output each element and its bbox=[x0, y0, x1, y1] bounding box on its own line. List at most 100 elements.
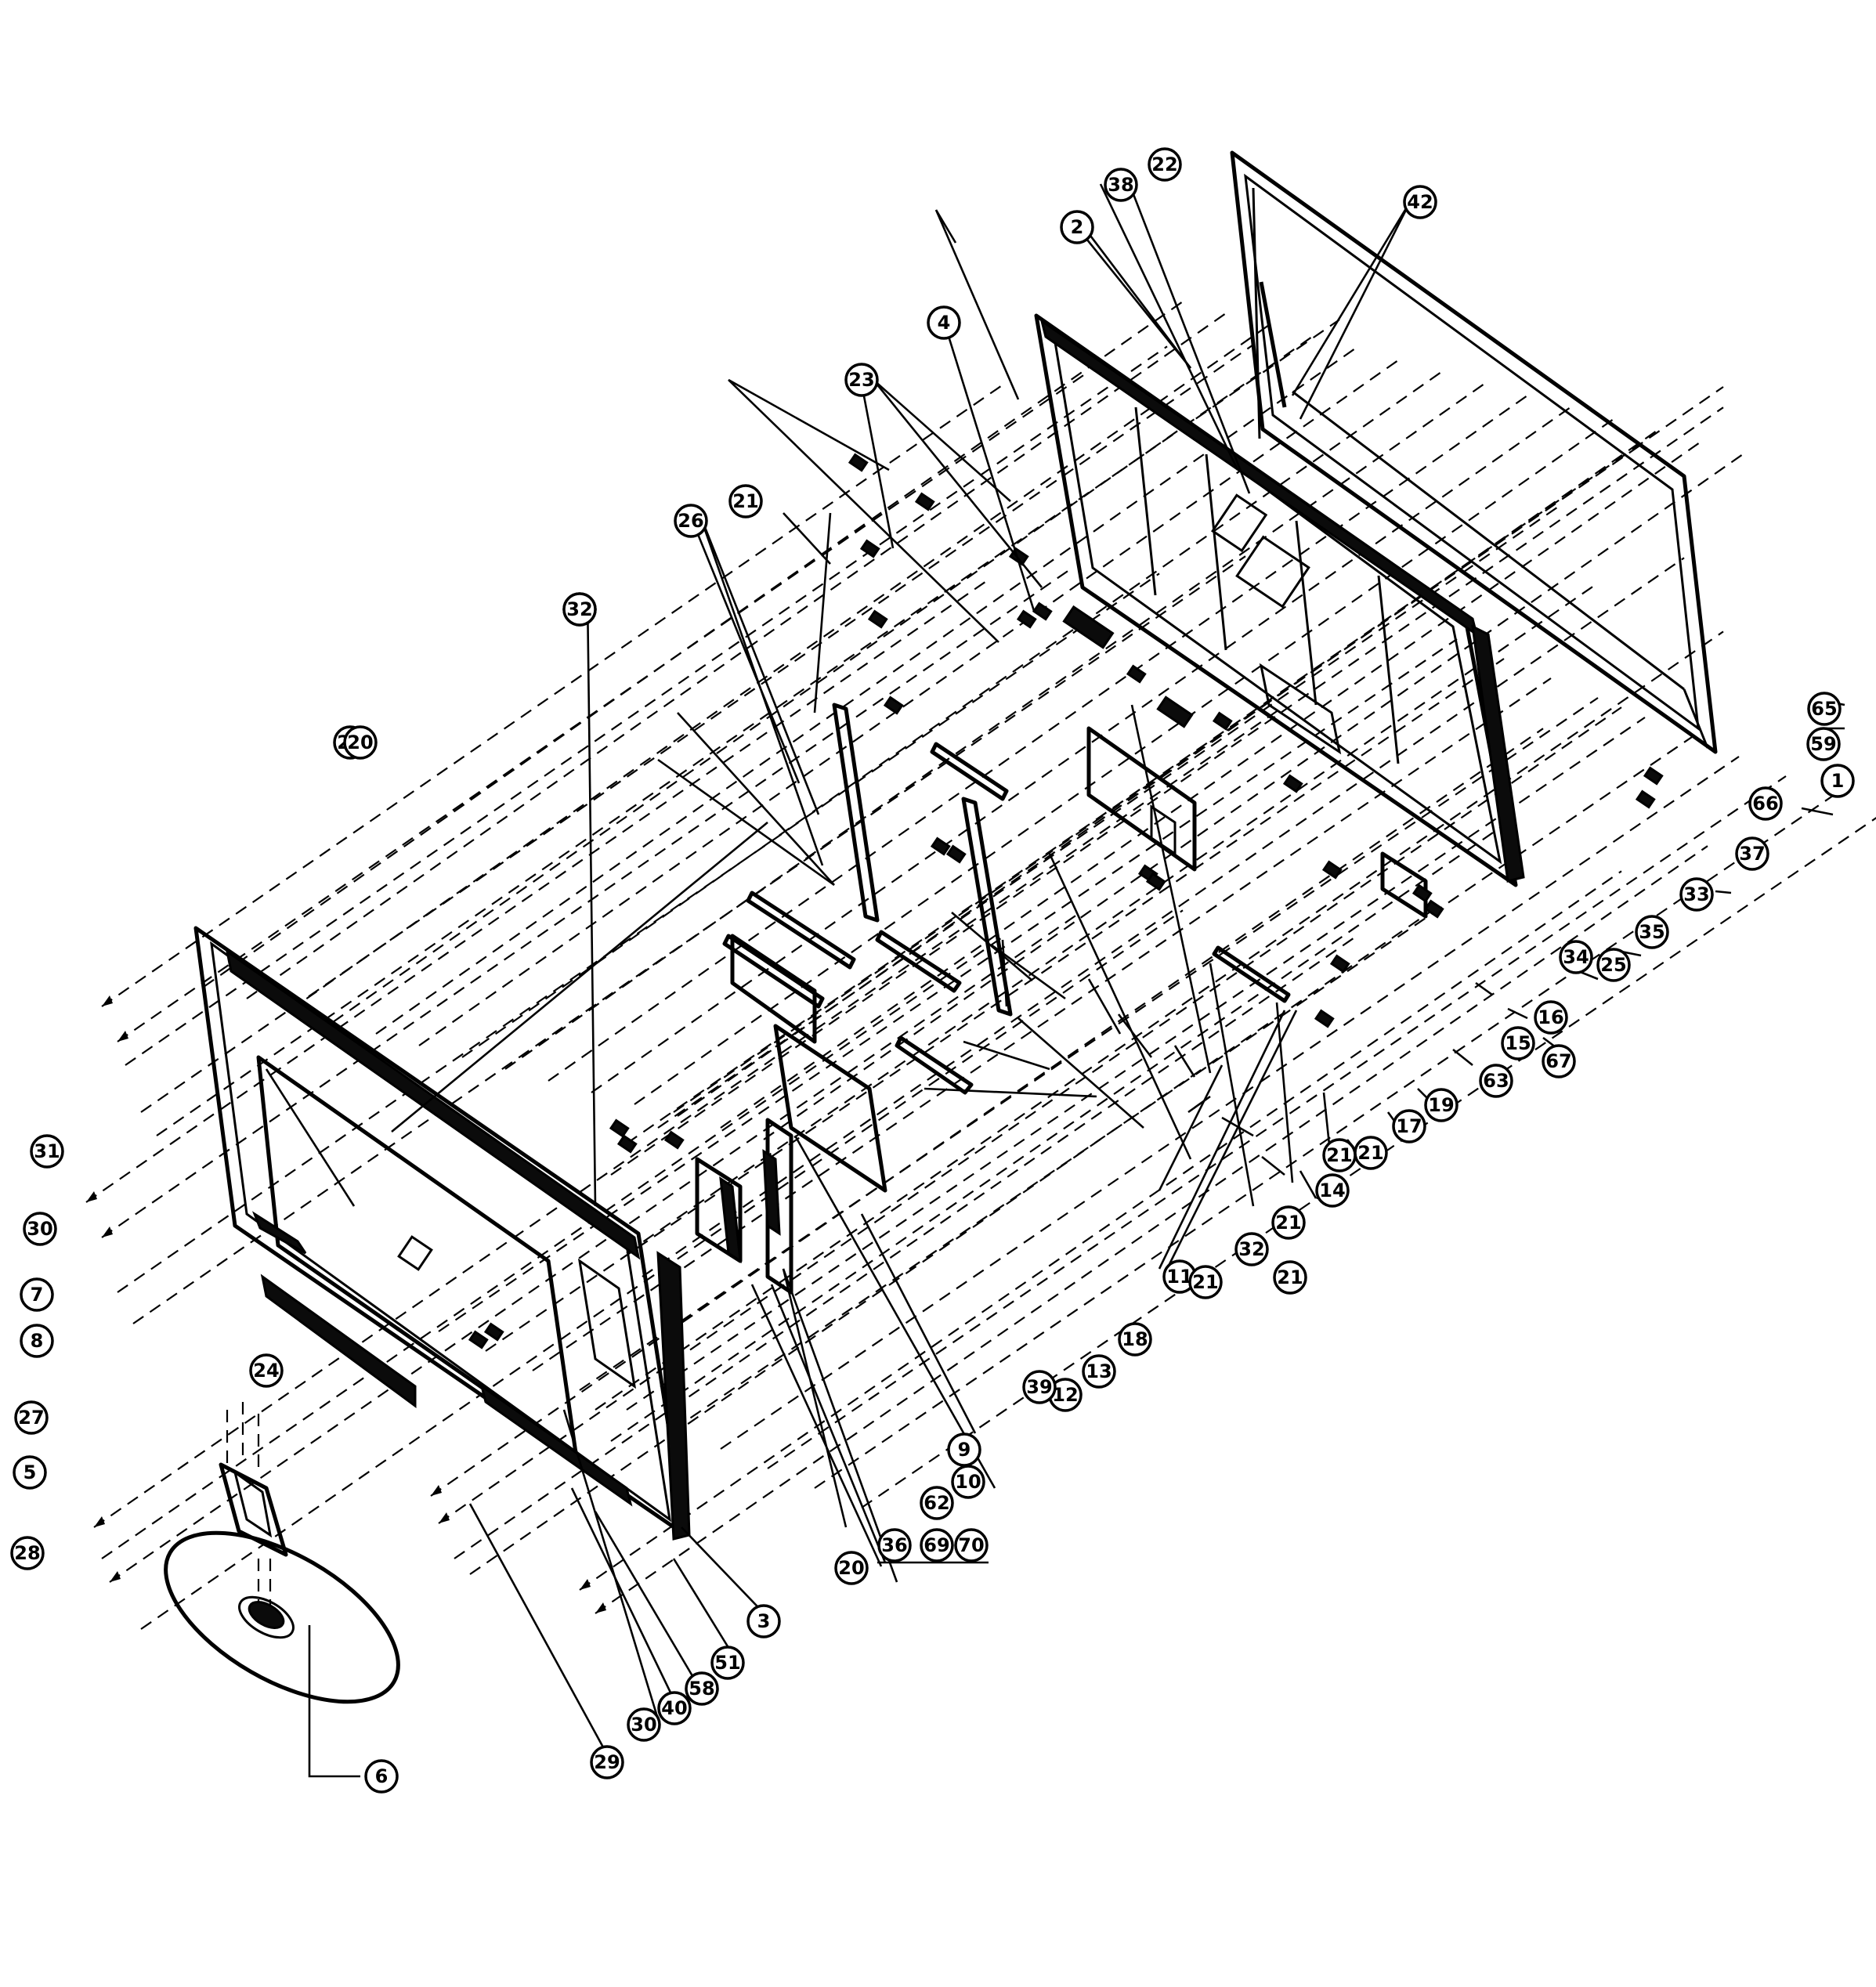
callout-label: 69 bbox=[924, 1534, 949, 1556]
callout-label: 20 bbox=[347, 732, 373, 753]
front-bezel-part bbox=[193, 926, 691, 1541]
callout-62: 62 bbox=[920, 1486, 954, 1520]
callout-13: 13 bbox=[1082, 1354, 1116, 1389]
callout-25: 25 bbox=[1596, 948, 1631, 982]
callout-9: 9 bbox=[947, 1432, 981, 1467]
callout-30: 30 bbox=[627, 1707, 661, 1742]
callout-30: 30 bbox=[23, 1212, 57, 1246]
callout-label: 34 bbox=[1563, 946, 1589, 968]
rear-cover-part bbox=[1230, 150, 1718, 754]
callout-label: 70 bbox=[958, 1534, 984, 1556]
callout-8: 8 bbox=[20, 1324, 54, 1358]
callout-51: 51 bbox=[710, 1646, 745, 1680]
callout-6: 6 bbox=[364, 1759, 399, 1794]
callout-20: 20 bbox=[343, 725, 378, 760]
callout-33: 33 bbox=[1679, 877, 1714, 912]
assembly-projection-lines bbox=[85, 301, 1876, 1630]
callout-2: 2 bbox=[1060, 210, 1094, 244]
callout-label: 58 bbox=[689, 1678, 714, 1700]
callout-label: 36 bbox=[881, 1534, 907, 1556]
callout-63: 63 bbox=[1479, 1064, 1513, 1098]
callout-42: 42 bbox=[1403, 185, 1437, 219]
callout-3: 3 bbox=[746, 1604, 781, 1638]
callout-31: 31 bbox=[30, 1134, 64, 1169]
callout-27: 27 bbox=[14, 1400, 49, 1435]
callout-40: 40 bbox=[657, 1691, 692, 1725]
callout-label: 21 bbox=[1326, 1144, 1352, 1166]
callout-label: 59 bbox=[1810, 733, 1836, 755]
callout-20: 20 bbox=[834, 1551, 869, 1585]
callout-label: 66 bbox=[1752, 793, 1778, 815]
callout-label: 23 bbox=[848, 369, 874, 391]
callout-4: 4 bbox=[927, 305, 961, 340]
callout-label: 18 bbox=[1122, 1328, 1148, 1350]
callout-21: 21 bbox=[1273, 1260, 1307, 1295]
callout-21: 21 bbox=[728, 484, 763, 518]
callout-18: 18 bbox=[1118, 1322, 1152, 1357]
callout-66: 66 bbox=[1748, 786, 1783, 821]
callout-label: 2 bbox=[1071, 216, 1084, 238]
part-callouts: 1234567891011121314151617181920202021212… bbox=[10, 147, 1855, 1794]
callout-label: 14 bbox=[1319, 1180, 1345, 1201]
callout-label: 67 bbox=[1545, 1050, 1571, 1072]
callout-label: 35 bbox=[1639, 921, 1665, 943]
callout-label: 9 bbox=[958, 1439, 971, 1461]
callout-59: 59 bbox=[1806, 727, 1841, 761]
callout-22: 22 bbox=[1148, 147, 1182, 182]
callout-label: 37 bbox=[1739, 843, 1765, 865]
callout-label: 62 bbox=[924, 1492, 949, 1514]
callout-label: 30 bbox=[631, 1714, 656, 1736]
callout-label: 63 bbox=[1483, 1070, 1509, 1092]
callout-label: 8 bbox=[31, 1330, 44, 1352]
callout-1: 1 bbox=[1820, 764, 1855, 798]
callout-label: 38 bbox=[1108, 174, 1133, 196]
callout-label: 19 bbox=[1428, 1094, 1454, 1116]
callout-label: 65 bbox=[1811, 698, 1837, 720]
callout-label: 10 bbox=[955, 1471, 981, 1493]
callout-label: 24 bbox=[253, 1360, 279, 1382]
callout-label: 51 bbox=[714, 1652, 740, 1674]
callout-24: 24 bbox=[249, 1353, 284, 1388]
chassis-frame-part bbox=[1034, 313, 1525, 887]
callout-34: 34 bbox=[1559, 940, 1593, 974]
callout-label: 3 bbox=[757, 1610, 771, 1632]
callout-label: 29 bbox=[594, 1751, 620, 1773]
callout-36: 36 bbox=[877, 1528, 912, 1563]
callout-17: 17 bbox=[1392, 1109, 1426, 1143]
callout-label: 6 bbox=[375, 1765, 389, 1787]
callout-label: 32 bbox=[566, 598, 592, 620]
callout-label: 17 bbox=[1396, 1115, 1422, 1137]
callout-12: 12 bbox=[1048, 1378, 1083, 1412]
callout-21: 21 bbox=[1354, 1136, 1388, 1170]
callout-label: 7 bbox=[31, 1284, 44, 1306]
callout-23: 23 bbox=[844, 363, 879, 397]
callout-21: 21 bbox=[1322, 1138, 1357, 1172]
callout-37: 37 bbox=[1735, 836, 1769, 871]
internal-components bbox=[695, 703, 1428, 1295]
callout-32: 32 bbox=[562, 592, 597, 627]
callout-label: 16 bbox=[1538, 1006, 1563, 1028]
callout-label: 40 bbox=[661, 1697, 687, 1719]
callout-69: 69 bbox=[920, 1528, 954, 1563]
callout-21: 21 bbox=[1188, 1265, 1223, 1299]
callout-29: 29 bbox=[590, 1745, 624, 1779]
callout-label: 21 bbox=[1192, 1271, 1218, 1293]
callout-label: 27 bbox=[18, 1407, 44, 1429]
callout-26: 26 bbox=[674, 504, 708, 538]
callout-label: 21 bbox=[732, 490, 758, 512]
callout-label: 26 bbox=[678, 510, 703, 532]
callout-70: 70 bbox=[954, 1528, 989, 1563]
callout-5: 5 bbox=[13, 1455, 47, 1490]
callout-label: 20 bbox=[838, 1557, 864, 1579]
callout-label: 21 bbox=[1357, 1142, 1383, 1164]
callout-19: 19 bbox=[1424, 1088, 1459, 1122]
callout-label: 5 bbox=[23, 1461, 37, 1483]
callout-label: 39 bbox=[1026, 1376, 1052, 1398]
callout-label: 25 bbox=[1600, 954, 1626, 976]
callout-label: 31 bbox=[34, 1140, 60, 1162]
callout-label: 32 bbox=[1238, 1238, 1264, 1260]
callout-39: 39 bbox=[1022, 1370, 1057, 1404]
callout-label: 4 bbox=[938, 312, 951, 334]
stand-part bbox=[164, 1462, 400, 1704]
